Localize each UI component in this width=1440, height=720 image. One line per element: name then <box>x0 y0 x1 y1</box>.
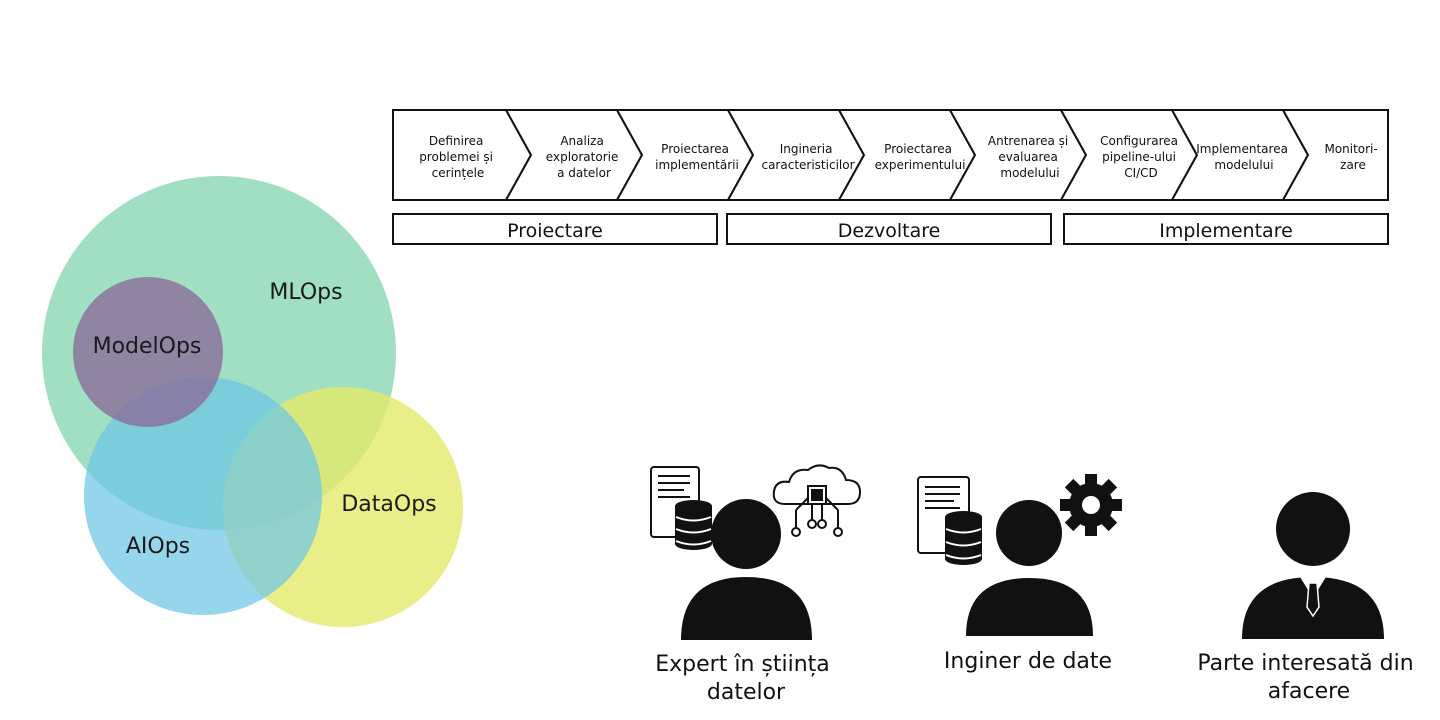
database-icon <box>675 500 712 550</box>
database-icon <box>945 511 982 565</box>
role-label-data-engineer: Inginer de date <box>944 649 1112 674</box>
roles: Expert în știința datelor <box>650 464 1420 705</box>
pipeline-step-4-label: Ingineria caracteristicilor <box>761 142 854 172</box>
phase-label-dezvoltare: Dezvoltare <box>838 220 941 242</box>
phase-box-proiectare <box>392 213 718 245</box>
phase-label-implementare: Implementare <box>1159 220 1293 242</box>
phase-label-proiectare: Proiectare <box>507 220 603 242</box>
pipeline-step-9 <box>1281 109 1389 201</box>
role-label-business-stakeholder: Parte interesată din afacere <box>1197 651 1420 704</box>
venn-circle-modelops <box>73 277 223 427</box>
businessman-icon <box>1242 492 1384 639</box>
pipeline-step-9-label: Monitori- zare <box>1324 142 1381 172</box>
venn-label-mlops: MLOps <box>269 280 342 305</box>
role-business-stakeholder: Parte interesată din afacere <box>1197 492 1420 704</box>
pipeline-step-8-label: Implementarea modelului <box>1196 142 1292 172</box>
role-data-engineer: Inginer de date <box>917 474 1122 674</box>
role-label-data-scientist: Expert în știința datelor <box>655 652 837 705</box>
venn-circle-aiops <box>84 377 322 615</box>
phase-box-dezvoltare <box>726 213 1052 245</box>
venn-label-dataops: DataOps <box>341 492 436 517</box>
cloud-chip-icon <box>772 464 862 537</box>
pipeline-step-1-label: Definirea problemei și cerințele <box>419 134 497 180</box>
gear-icon <box>1060 474 1122 536</box>
role-data-scientist: Expert în știința datelor <box>650 464 862 705</box>
venn-label-modelops: ModelOps <box>93 334 202 359</box>
pipeline-step-7-label: Configurarea pipeline-ului CI/CD <box>1100 134 1182 180</box>
pipeline: Definirea problemei și cerințele Analiza… <box>392 109 1389 245</box>
phase-box-implementare <box>1063 213 1389 245</box>
pipeline-step-2-label: Analiza exploratorie a datelor <box>546 134 622 180</box>
person-icon <box>681 499 812 640</box>
pipeline-steps: Definirea problemei și cerințele Analiza… <box>392 109 1389 201</box>
venn-diagram: MLOps ModelOps AIOps DataOps <box>42 176 463 627</box>
pipeline-phases: Proiectare Dezvoltare Implementare <box>392 213 1389 245</box>
pipeline-step-3-label: Proiectarea implementării <box>655 142 739 172</box>
person-icon <box>966 500 1093 636</box>
pipeline-step-5-label: Proiectarea experimentului <box>875 142 966 172</box>
pipeline-step-6-label: Antrenarea și evaluarea modelului <box>988 134 1072 180</box>
venn-label-aiops: AIOps <box>126 534 190 559</box>
